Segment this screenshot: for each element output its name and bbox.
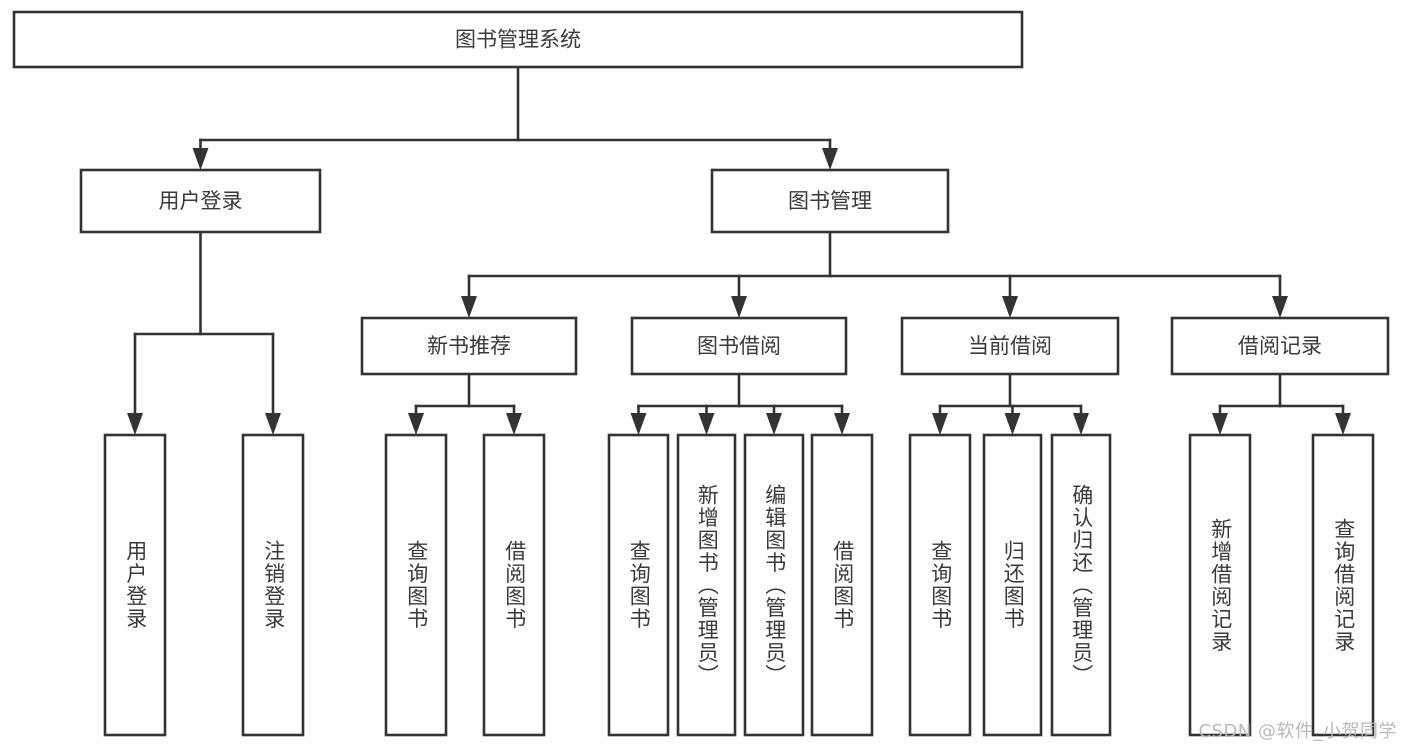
node-leaf-box-9[interactable] [982,433,1043,737]
node-level3-box-1[interactable] [630,316,848,376]
arrow-head-level3-0 [461,296,477,318]
arrow-head-leaf-3 [506,413,522,435]
arrow-head-leaf-11 [1212,413,1228,435]
arrow-head-leaf-7 [834,413,850,435]
node-leaf-box-1[interactable] [241,433,305,737]
node-leaf-box-12[interactable] [1311,433,1375,737]
arrow-head-leaf-2 [408,413,424,435]
arrow-head-leaf-1 [265,413,281,435]
node-leaf-box-5[interactable] [676,433,737,737]
node-level2-label-1: 图书管理 [788,189,872,213]
node-root-label: 图书管理系统 [455,28,581,52]
arrow-head-level2-1 [822,148,838,170]
node-leaf-box-8[interactable] [908,433,972,737]
box-layer [12,10,1390,737]
arrow-head-leaf-6 [766,413,782,435]
watermark: CSDN @软件_小贺同学 [1198,721,1397,742]
arrow-head-leaf-8 [932,413,948,435]
arrow-head-leaf-10 [1073,413,1089,435]
arrow-head-leaf-12 [1335,413,1351,435]
node-level2-label-0: 用户登录 [159,189,243,213]
node-leaf-box-3[interactable] [482,433,546,737]
node-leaf-box-10[interactable] [1050,433,1112,737]
node-leaf-box-7[interactable] [810,433,874,737]
node-level3-box-2[interactable] [900,316,1120,376]
connector-layer [127,65,1351,435]
arrow-head-leaf-5 [698,413,715,435]
node-level2-box-0[interactable] [79,168,322,234]
node-level3-label-0: 新书推荐 [427,334,511,358]
arrow-head-leaf-9 [1004,413,1021,435]
node-level3-label-1: 图书借阅 [697,334,781,358]
node-leaf-box-0[interactable] [103,433,167,737]
arrow-head-level3-2 [1002,296,1018,318]
node-level3-box-3[interactable] [1170,316,1390,376]
node-root-box[interactable] [12,10,1024,69]
arrow-head-level3-3 [1272,296,1288,318]
node-leaf-box-11[interactable] [1188,433,1252,737]
node-level3-label-2: 当前借阅 [968,334,1052,358]
arrow-head-level3-1 [731,296,747,318]
node-level3-box-0[interactable] [360,316,578,376]
arrow-head-leaf-0 [127,413,143,435]
node-leaf-box-2[interactable] [384,433,448,737]
node-leaf-box-4[interactable] [607,433,670,737]
arrow-head-level2-0 [192,148,209,170]
arrow-head-leaf-4 [630,413,647,435]
node-level3-label-3: 借阅记录 [1238,334,1322,358]
node-leaf-box-6[interactable] [743,433,805,737]
node-level2-box-1[interactable] [710,168,950,234]
